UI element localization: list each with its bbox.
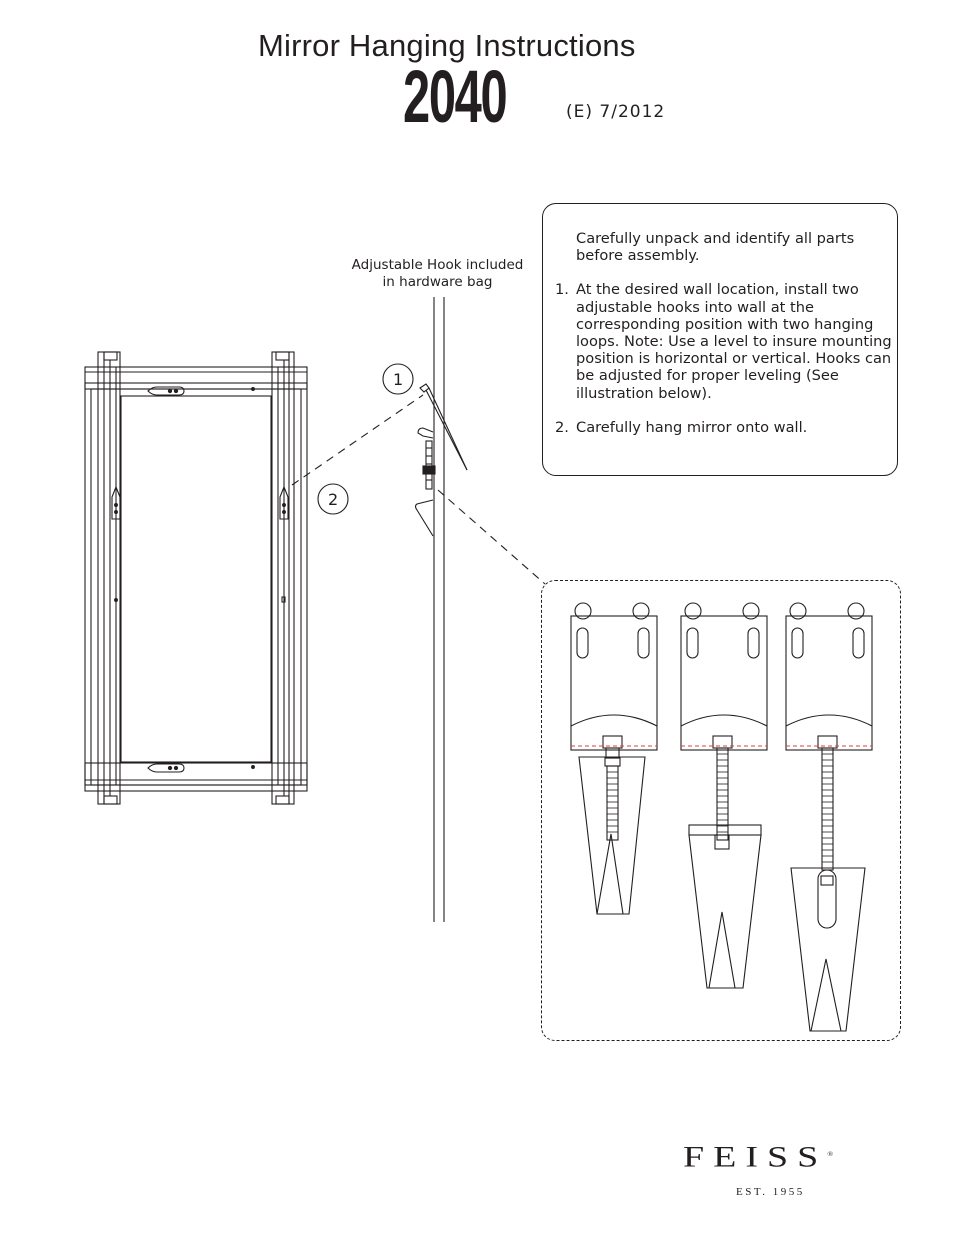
instructions-box [542, 203, 898, 476]
callout-label-2: 2 [328, 490, 338, 509]
hook-note-line-1: Adjustable Hook included [351, 257, 524, 273]
registered-mark: ® [827, 1150, 834, 1158]
instructions-intro: Carefully unpack and identify all parts … [576, 230, 855, 265]
adjustable-hook [414, 427, 436, 537]
instructions-text: Carefully unpack and identify all parts … [555, 230, 895, 453]
callout-circle-2 [317, 483, 349, 515]
step-text: Carefully hang mirror onto wall. [576, 418, 808, 436]
mirror-frame-back [84, 351, 308, 805]
nail [419, 383, 468, 471]
brand-established: EST. 1955 [736, 1186, 805, 1198]
instruction-step-2: 2. Carefully hang mirror onto wall. [555, 419, 895, 436]
step-text: At the desired wall location, install tw… [576, 281, 892, 402]
wall-section [433, 297, 445, 922]
brand-logo: FEISS® [683, 1140, 833, 1174]
step-number: 1. [555, 281, 569, 299]
model-number: 2040 [403, 55, 508, 138]
page-title: Mirror Hanging Instructions [258, 28, 636, 63]
hook-note-line-2: in hardware bag [382, 274, 493, 290]
step-number: 2. [555, 418, 569, 436]
callout-circle-1 [382, 363, 414, 395]
brand-name: FEISS [683, 1140, 828, 1174]
hook-note: Adjustable Hook included in hardware bag [340, 257, 535, 291]
hook-detail-2 [680, 602, 768, 989]
hook-detail-1 [570, 602, 658, 915]
hook-detail-3 [785, 602, 873, 1032]
callout-label-1: 1 [393, 370, 403, 389]
hook-detail-box [541, 580, 901, 1041]
revision-date: (E) 7/2012 [566, 102, 666, 122]
callout-leaders [291, 394, 546, 585]
instruction-step-1: 1. At the desired wall location, install… [555, 281, 895, 401]
